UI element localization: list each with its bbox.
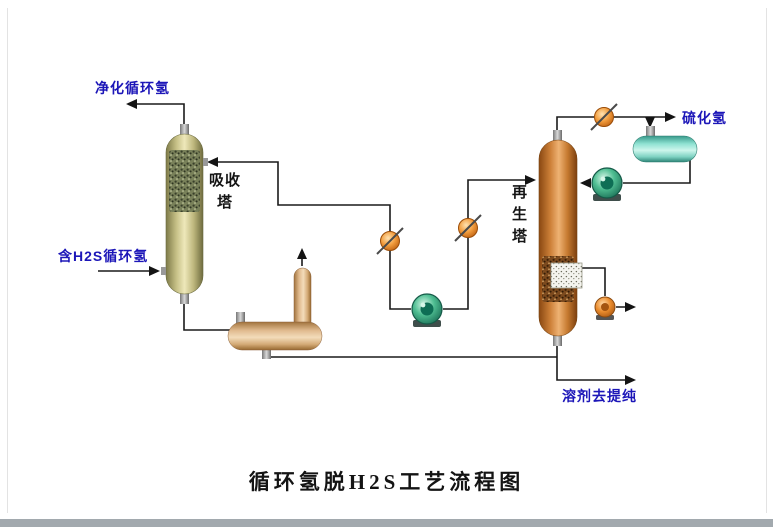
regenerator-body — [538, 139, 578, 337]
pump-1-highlight — [420, 302, 426, 308]
exchanger-bottom-nozzle — [262, 346, 271, 359]
exchanger-shell — [227, 321, 323, 351]
absorber-side-nozzle-feed — [161, 267, 166, 275]
absorber-side-nozzle-top — [203, 158, 208, 166]
exchanger-riser — [293, 267, 312, 331]
line-regen-overhead — [556, 116, 594, 132]
absorption-tower — [161, 124, 208, 304]
regenerator-top-nozzle — [553, 130, 562, 144]
absorber-top-nozzle — [180, 124, 189, 138]
line-regen-bottoms-to-pump3 — [577, 267, 606, 296]
label-feed-gas: 含H2S循环氢 — [58, 248, 149, 264]
condenser-top-nozzle — [646, 126, 655, 138]
line-lean-solvent-to-absorber — [207, 157, 411, 310]
heat-exchanger — [227, 267, 323, 359]
label-solvent-out: 溶剂去提纯 — [562, 388, 637, 404]
label-h2s-out: 硫化氢 — [682, 110, 727, 126]
control-valve-3-stem — [590, 103, 618, 131]
control-valve-1-stem — [376, 227, 404, 255]
diagram-title: 循环氢脱H2S工艺流程图 — [248, 470, 525, 494]
page-edge-right — [766, 8, 767, 513]
pump-2-highlight — [600, 176, 606, 182]
exchanger-top-nozzle — [236, 312, 245, 326]
absorber-packing — [169, 150, 200, 212]
control-valve-2 — [454, 214, 482, 242]
line-rich-solvent-to-exchanger — [183, 302, 245, 331]
absorber-bottom-nozzle — [180, 290, 189, 304]
regeneration-tower — [538, 130, 583, 346]
condenser — [632, 126, 698, 163]
regenerator-bottom-nozzle — [553, 332, 562, 346]
control-valve-3 — [590, 103, 618, 131]
page-edge-left — [7, 8, 8, 513]
pump-3-hub — [601, 303, 609, 311]
line-solvent-to-regenerator — [443, 175, 536, 310]
page-bottom-bar — [0, 519, 773, 527]
line-solvent-out — [556, 344, 636, 385]
control-valve-1 — [376, 227, 404, 255]
line-condenser-to-pump2 — [623, 160, 691, 184]
label-absorber: 吸收 塔 — [208, 172, 241, 211]
label-purified-gas: 净化循环氢 — [95, 80, 170, 96]
pump-3 — [594, 296, 616, 320]
pump-1 — [411, 293, 443, 327]
pump-2 — [591, 167, 623, 201]
line-purified-gas-arrow — [126, 99, 185, 126]
condenser-shell — [632, 135, 698, 163]
control-valve-2-stem — [454, 214, 482, 242]
regenerator-sight-glass — [550, 262, 583, 289]
label-regenerator: 再 生 塔 — [511, 184, 528, 245]
